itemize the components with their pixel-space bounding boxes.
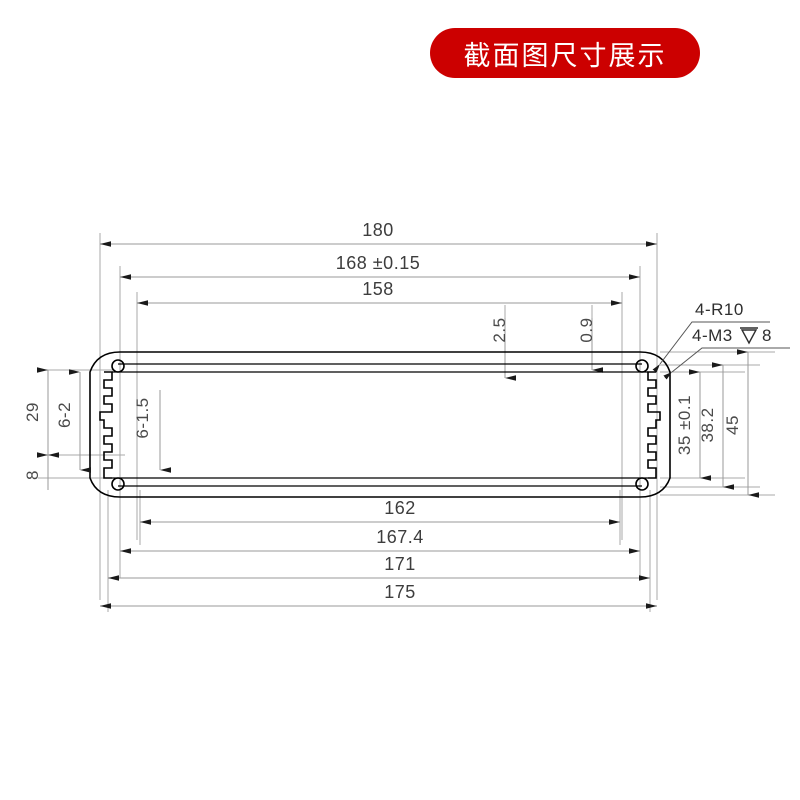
- dimension-label-158: 158: [362, 279, 394, 299]
- callout-group: 4-R10 4-M3 8: [652, 300, 790, 380]
- bottom-dimension-group: 162 167.4 171 175: [100, 498, 657, 609]
- callout-label-r10: 4-R10: [695, 300, 744, 319]
- right-dimension-group: 35 ±0.1 38.2 45: [675, 349, 759, 498]
- dimension-label-6-1p5: 6-1.5: [133, 397, 152, 438]
- profile-right-serrations: [647, 371, 661, 479]
- dimension-label-8: 8: [23, 470, 42, 480]
- dimension-label-0p9: 0.9: [577, 317, 596, 342]
- screw-boss-top-right: [635, 359, 649, 373]
- leader-line-m3: [663, 347, 790, 380]
- callout-label-m3: 4-M3: [692, 326, 733, 345]
- screw-boss-bottom-right: [635, 477, 649, 491]
- dimension-label-167p4: 167.4: [376, 527, 424, 547]
- title-banner: 截面图尺寸展示: [430, 28, 700, 78]
- inner-vertical-dimension-group: 2.5 0.9: [490, 317, 603, 381]
- dimension-label-35: 35 ±0.1: [675, 395, 694, 455]
- leader-line-r10: [652, 321, 770, 373]
- depth-symbol-icon: [740, 327, 758, 345]
- dimension-label-162: 162: [384, 498, 416, 518]
- screw-boss-bottom-left: [111, 477, 125, 491]
- left-dimension-group: 29 8 6-2 6-1.5: [23, 367, 171, 490]
- callout-label-m3-depth: 8: [762, 326, 772, 345]
- screw-boss-top-left: [111, 359, 125, 373]
- enclosure-profile: [89, 351, 671, 498]
- profile-left-serrations: [99, 371, 113, 479]
- dimension-label-29: 29: [23, 402, 42, 422]
- dimension-label-171: 171: [384, 554, 416, 574]
- title-banner-label: 截面图尺寸展示: [463, 40, 667, 72]
- dimension-label-6-2: 6-2: [55, 402, 74, 428]
- dimension-label-175: 175: [384, 582, 416, 602]
- profile-outer-outline: [89, 351, 671, 498]
- dimension-label-2p5: 2.5: [490, 317, 509, 342]
- top-dimension-group: 180 168 ±0.15 158: [100, 220, 657, 306]
- dimension-label-168: 168 ±0.15: [336, 253, 420, 273]
- dimension-label-45: 45: [723, 415, 742, 435]
- dimension-label-38p2: 38.2: [698, 407, 717, 442]
- dimension-label-180: 180: [362, 220, 394, 240]
